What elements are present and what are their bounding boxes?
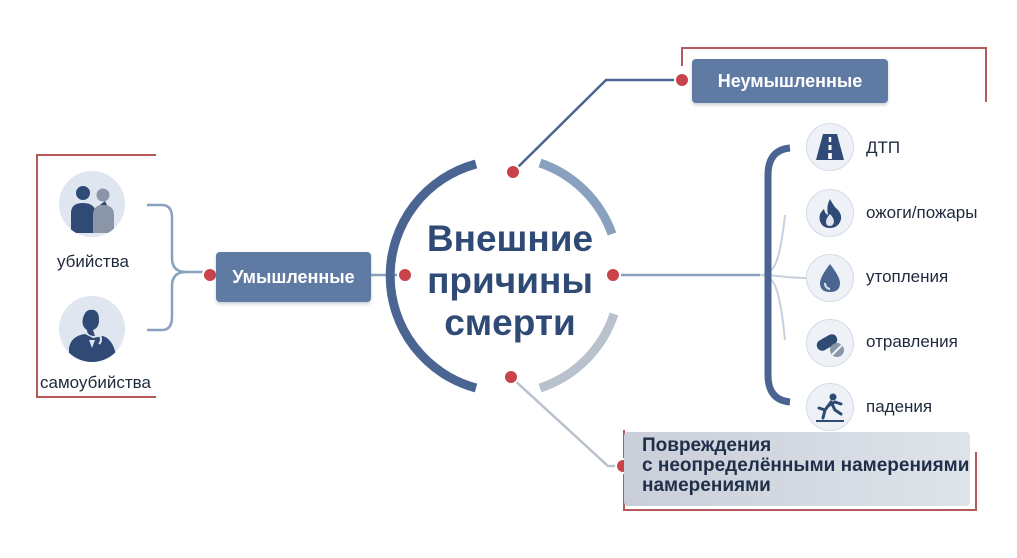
connector-suicides (147, 270, 187, 332)
center-title: Внешние причины смерти (400, 218, 620, 344)
dot-center-top (505, 164, 521, 180)
left-group-frame (36, 154, 156, 398)
falling-person-icon (806, 383, 854, 431)
dot-center-left (397, 267, 413, 283)
center-ring-right (538, 312, 619, 393)
causes-fan (759, 214, 807, 341)
dot-center-bottom (503, 369, 519, 385)
unintentional-tag: Неумышленные (692, 59, 888, 103)
undetermined-line2: с неопределёнными намерениями (642, 455, 970, 476)
cause-label-poisoning: отравления (866, 332, 958, 351)
undetermined-intent-box: Повреждения с неопределёнными намерениям… (624, 432, 970, 506)
center-title-line1: Внешние (426, 218, 594, 259)
unintentional-frame (681, 47, 987, 102)
cause-label-fire: ожоги/пожары (866, 203, 978, 222)
despondent-person-icon (59, 296, 125, 362)
connector-unintentional (512, 78, 682, 173)
water-drop-icon (806, 254, 854, 302)
center-title-line2: причины (427, 260, 593, 301)
pills-icon (806, 319, 854, 367)
center-title-line3: смерти (444, 302, 576, 343)
suicides-label: самоубийства (40, 373, 151, 392)
cause-label-drowning: утопления (866, 267, 949, 286)
center-ring-left (385, 159, 478, 393)
connector-undetermined (510, 376, 622, 468)
dot-unintentional (674, 72, 690, 88)
dot-left-tag (202, 267, 218, 283)
connector-murders (147, 203, 206, 274)
causes-bracket (764, 144, 791, 406)
center-ring-top (538, 158, 617, 236)
fire-icon (806, 189, 854, 237)
dot-center-right (605, 267, 621, 283)
undetermined-line1: Повреждения (642, 435, 772, 456)
murders-label: убийства (56, 252, 129, 271)
cause-label-road: ДТП (866, 138, 901, 157)
two-people-conflict-icon (59, 171, 125, 237)
intentional-tag: Умышленные (216, 252, 371, 302)
road-icon (806, 123, 854, 171)
cause-label-falls: падения (866, 397, 933, 416)
undetermined-line3: намерениями (642, 475, 771, 496)
